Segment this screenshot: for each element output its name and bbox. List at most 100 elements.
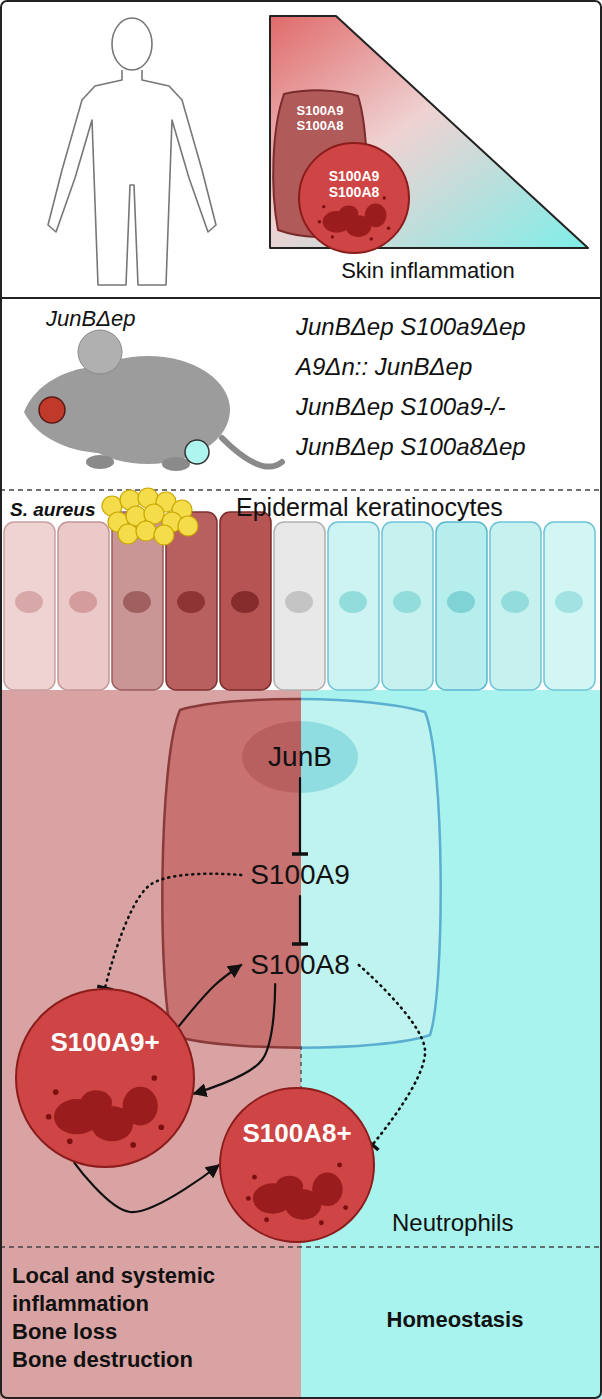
keratinocyte-nucleus (285, 591, 313, 613)
tail-lesion (185, 440, 209, 464)
keratinocyte-nucleus (177, 591, 205, 613)
neutrophil-circle: S100A9 S100A8 (298, 142, 410, 254)
mouse-paw (86, 455, 114, 469)
nucleus-lobe (80, 1090, 112, 1115)
granule (246, 1196, 251, 1201)
neutrophil-circle: S100A8+ (219, 1087, 375, 1243)
nucleus-healthy-half (301, 721, 358, 793)
node-text: S100A9 S100A8 (281, 104, 359, 134)
node-text: Skin inflammation (262, 258, 594, 284)
granule (130, 1142, 136, 1148)
node-text: S100A8 (250, 949, 350, 981)
outcome-label: Local and systemic inflammation (12, 1262, 262, 1318)
protein-label: S100A9 (244, 857, 356, 893)
protein-label: JunB (262, 739, 338, 775)
keratinocyte-nucleus (501, 591, 529, 613)
annotation-label: Neutrophils (392, 1208, 513, 1238)
genotype-label: JunBΔep (46, 305, 135, 333)
nucleus-lobe (276, 1176, 303, 1197)
cell-inflamed-half (162, 699, 301, 1048)
bacterium (136, 521, 156, 541)
granule (319, 1220, 324, 1225)
granule (67, 1139, 73, 1145)
human-head (112, 18, 152, 70)
keratinocyte-nucleus (15, 591, 43, 613)
node-text: S100A9 (250, 859, 350, 891)
mouse-tail (222, 438, 282, 467)
granule (53, 1089, 59, 1095)
keratinocyte (382, 522, 433, 690)
keratinocyte-nucleus (231, 591, 259, 613)
keratinocyte-nucleus (393, 591, 421, 613)
keratinocyte (4, 522, 55, 690)
activation-arrow (194, 984, 276, 1094)
node-text: S100A9+ (30, 1028, 180, 1058)
dashed-divider (0, 489, 602, 491)
granule (383, 196, 386, 199)
nucleus-lobe (312, 1173, 342, 1206)
keratinocyte-nucleus (555, 591, 583, 613)
granule (337, 1163, 342, 1168)
nucleus-lobe (339, 206, 358, 221)
node-text: S100A8+ (232, 1119, 362, 1149)
human-outline (48, 70, 216, 285)
inhibition-connector (299, 896, 301, 944)
keratinocyte (274, 522, 325, 690)
inhibition-connector (359, 965, 425, 1145)
neutrophil-nucleus (17, 990, 193, 1166)
keratinocyte (328, 522, 379, 690)
annotation-label: S. aureus (10, 497, 96, 522)
bacterium (154, 525, 174, 545)
nucleus-lobe (123, 1087, 158, 1126)
keratinocyte-nucleus (123, 591, 151, 613)
bacterium (178, 516, 198, 536)
inhibition-connector (299, 778, 301, 854)
mouse-paw (162, 457, 190, 471)
ear-lesion (39, 397, 65, 423)
keratinocyte (436, 522, 487, 690)
keratinocyte (544, 522, 595, 690)
keratinocyte (58, 522, 109, 690)
inhibition-connector (105, 874, 241, 988)
neutrophil-nucleus (221, 1089, 373, 1241)
keratinocyte-nucleus (447, 591, 475, 613)
nucleus-lobe (365, 203, 387, 227)
keratinocyte-nucleus (339, 591, 367, 613)
granule (331, 235, 334, 238)
granule (318, 220, 321, 223)
granule (264, 1217, 269, 1222)
keratinocyte-nucleus (69, 591, 97, 613)
panel-divider (0, 297, 602, 299)
node-text: JunB (268, 741, 332, 773)
granule (387, 227, 390, 230)
outcome-label: Homeostasis (375, 1306, 535, 1334)
node-text: S100A9 S100A8 (317, 168, 391, 200)
granule (252, 1175, 257, 1180)
neutrophil-circle: S100A9+ (15, 988, 195, 1168)
granule (343, 1205, 348, 1210)
bacterium (118, 524, 138, 544)
protein-label: S100A8 (244, 947, 356, 983)
dashed-divider (0, 1246, 602, 1248)
activation-arrow (74, 1163, 219, 1213)
outcome-label: Bone destruction (12, 1346, 262, 1374)
mouse-head (24, 366, 128, 453)
genotype-label: A9Δn:: JunBΔep (296, 352, 472, 382)
nucleus-inflamed-half (242, 721, 301, 793)
granule (159, 1124, 165, 1130)
keratinocyte (220, 512, 271, 690)
mouse-ear (78, 330, 122, 374)
cell-healthy-half (301, 699, 441, 1048)
granule (151, 1075, 157, 1081)
granule (370, 237, 373, 240)
granule (46, 1114, 52, 1120)
genotype-label: JunBΔep S100a8Δep (296, 432, 526, 462)
skin-panel: Skin inflammationS100A9 S100A8S100A9 S10… (262, 8, 594, 294)
outcome-label: Bone loss (12, 1318, 262, 1346)
genotype-label: JunBΔep S100a9-/- (296, 392, 506, 422)
keratinocyte (490, 522, 541, 690)
granule (322, 205, 325, 208)
